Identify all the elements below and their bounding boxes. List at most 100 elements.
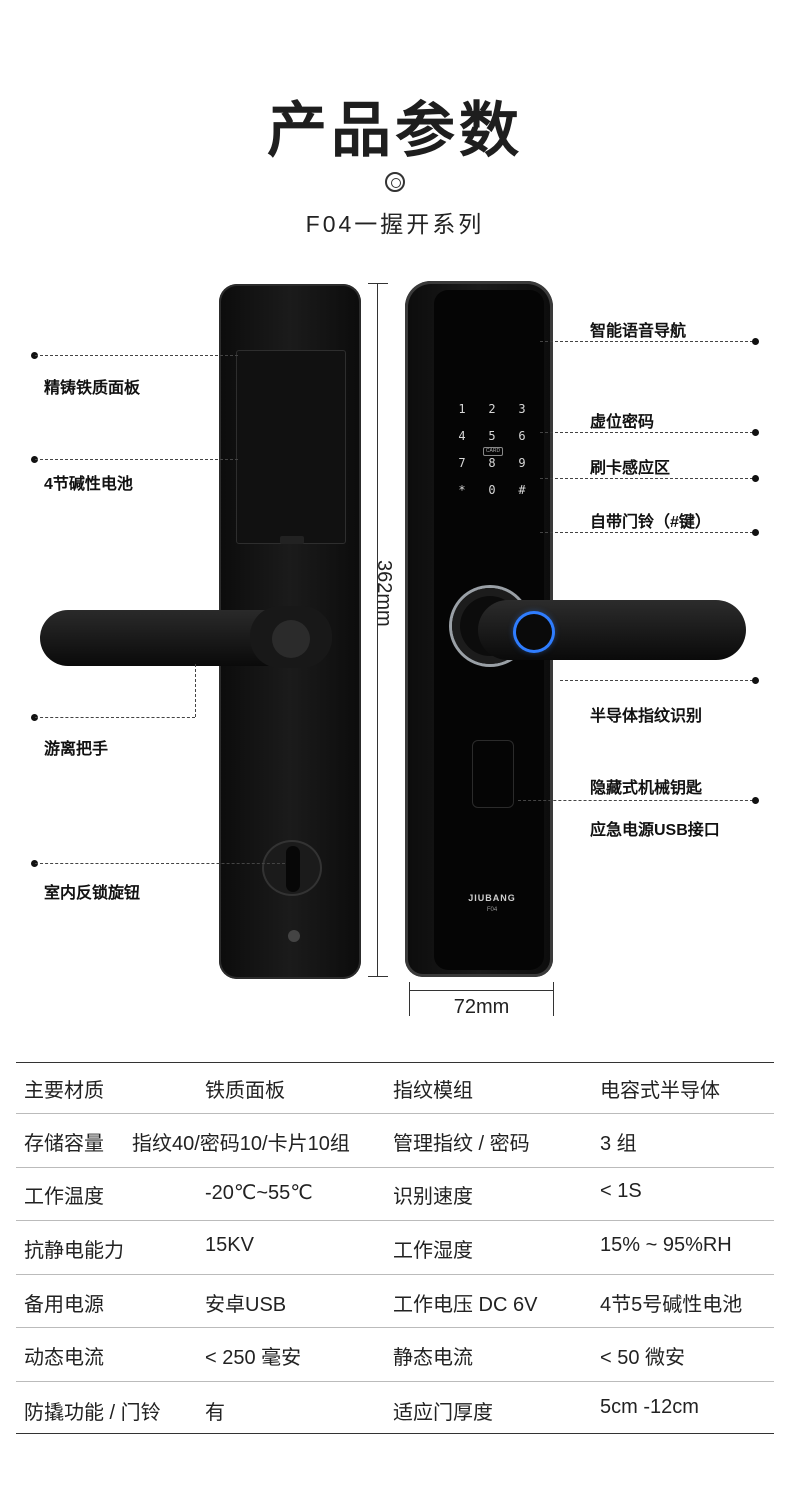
fingerprint-sensor-icon <box>516 614 552 650</box>
callout-voice: 智能语音导航 <box>590 323 687 340</box>
callout-line <box>195 664 196 717</box>
width-dimension-cap-left <box>409 982 410 1016</box>
page-title: 产品参数 <box>267 97 523 164</box>
spec-cell: 5cm -12cm <box>600 1396 699 1418</box>
callout-battery: 4节碱性电池 <box>44 476 133 493</box>
model-label: F04 <box>486 907 498 913</box>
spec-cell: < 250 毫安 <box>205 1347 302 1369</box>
callout-line <box>35 863 285 864</box>
callout-dot <box>31 456 38 463</box>
keypad-key: 7 <box>458 456 466 470</box>
callout-knob: 室内反锁旋钮 <box>44 885 141 902</box>
keypad-key: 2 <box>488 402 496 416</box>
spec-cell: 工作电压 DC 6V <box>393 1294 538 1316</box>
battery-cover-tab <box>280 536 304 544</box>
keypad-key: 9 <box>518 456 526 470</box>
callout-line <box>540 341 753 342</box>
spec-row-divider <box>16 1220 774 1221</box>
brand-logo: JIUBANG <box>468 893 516 903</box>
inner-handle-button <box>272 620 310 658</box>
callout-dot <box>752 529 759 536</box>
height-dimension-label: 362mm <box>373 560 395 627</box>
battery-cover <box>236 350 346 544</box>
spec-cell: 电容式半导体 <box>600 1080 720 1102</box>
callout-line <box>540 478 753 479</box>
spec-cell: 主要材质 <box>24 1080 104 1102</box>
keypad: 1 2 3 4 5 6 7 8 9 * 0 # <box>452 402 532 502</box>
height-dimension-line <box>377 283 378 976</box>
callout-line <box>540 532 753 533</box>
keypad-key: * <box>458 483 466 497</box>
spec-cell: 指纹模组 <box>393 1080 473 1102</box>
spec-cell: 3 组 <box>600 1133 637 1155</box>
lock-knob-bar <box>286 846 300 892</box>
callout-panel: 精铸铁质面板 <box>44 380 141 397</box>
keypad-key: 4 <box>458 429 466 443</box>
callout-line <box>35 355 238 356</box>
spec-cell: 15KV <box>205 1234 254 1256</box>
spec-cell: 工作湿度 <box>393 1240 473 1262</box>
spec-table-bottom-border <box>16 1433 774 1434</box>
height-dimension-cap-bottom <box>368 976 388 977</box>
height-dimension-cap-top <box>368 283 388 284</box>
callout-dot <box>752 475 759 482</box>
callout-dot <box>31 860 38 867</box>
callout-key: 隐藏式机械钥匙 <box>590 780 703 797</box>
callout-line <box>540 432 753 433</box>
spec-row-divider <box>16 1381 774 1382</box>
spec-cell: 安卓USB <box>205 1294 287 1316</box>
keypad-key: 0 <box>488 483 496 497</box>
spec-cell: 备用电源 <box>24 1294 104 1316</box>
spec-table-top-border <box>16 1062 774 1063</box>
spec-row-divider <box>16 1113 774 1114</box>
spec-cell: 有 <box>205 1402 225 1424</box>
width-dimension-label: 72mm <box>453 996 510 1018</box>
spec-cell: 适应门厚度 <box>393 1402 493 1424</box>
callout-dot <box>31 714 38 721</box>
keypad-key: 8 <box>488 456 496 470</box>
spec-row-divider <box>16 1274 774 1275</box>
callout-dot <box>752 797 759 804</box>
spec-cell: 4节5号碱性电池 <box>600 1294 743 1316</box>
callout-dot <box>752 429 759 436</box>
callout-doorbell: 自带门铃（#键） <box>590 514 711 531</box>
callout-line <box>518 800 753 801</box>
spec-cell: 15% ~ 95%RH <box>600 1234 732 1256</box>
callout-line <box>35 717 195 718</box>
width-dimension-cap-right <box>553 982 554 1016</box>
spec-cell: 管理指纹 / 密码 <box>393 1133 530 1155</box>
callout-card: 刷卡感应区 <box>590 460 671 477</box>
spec-cell: 动态电流 <box>24 1347 104 1369</box>
keypad-key: 3 <box>518 402 526 416</box>
keypad-key: 1 <box>458 402 466 416</box>
spec-cell: 工作温度 <box>24 1186 104 1208</box>
callout-dot <box>752 338 759 345</box>
hidden-key-cover <box>472 740 514 808</box>
callout-dot <box>31 352 38 359</box>
callout-dot <box>752 677 759 684</box>
callout-line <box>35 459 238 460</box>
spec-cell: 抗静电能力 <box>24 1240 124 1262</box>
keypad-key: # <box>518 483 526 497</box>
callout-password: 虚位密码 <box>590 414 655 431</box>
spec-cell: 防撬功能 / 门铃 <box>24 1402 161 1424</box>
callout-usb: 应急电源USB接口 <box>590 822 720 839</box>
spec-cell: 指纹40/密码10/卡片10组 <box>132 1133 350 1155</box>
spec-cell: 铁质面板 <box>205 1080 285 1102</box>
keypad-key: 6 <box>518 429 526 443</box>
spec-cell: 静态电流 <box>393 1347 473 1369</box>
spec-cell: < 50 微安 <box>600 1347 686 1369</box>
callout-line <box>560 680 753 681</box>
screw-hole <box>288 930 300 942</box>
spec-cell: < 1S <box>600 1180 642 1202</box>
spec-cell: 识别速度 <box>393 1186 473 1208</box>
width-dimension-line <box>409 990 554 991</box>
target-icon <box>385 172 405 192</box>
callout-handle: 游离把手 <box>44 741 109 758</box>
keypad-key: 5 <box>488 429 496 443</box>
spec-cell: -20℃~55℃ <box>205 1182 313 1204</box>
series-subtitle: F04一握开系列 <box>305 211 485 237</box>
spec-row-divider <box>16 1327 774 1328</box>
spec-cell: 存储容量 <box>24 1133 104 1155</box>
card-reader-label: CARD <box>483 447 503 456</box>
